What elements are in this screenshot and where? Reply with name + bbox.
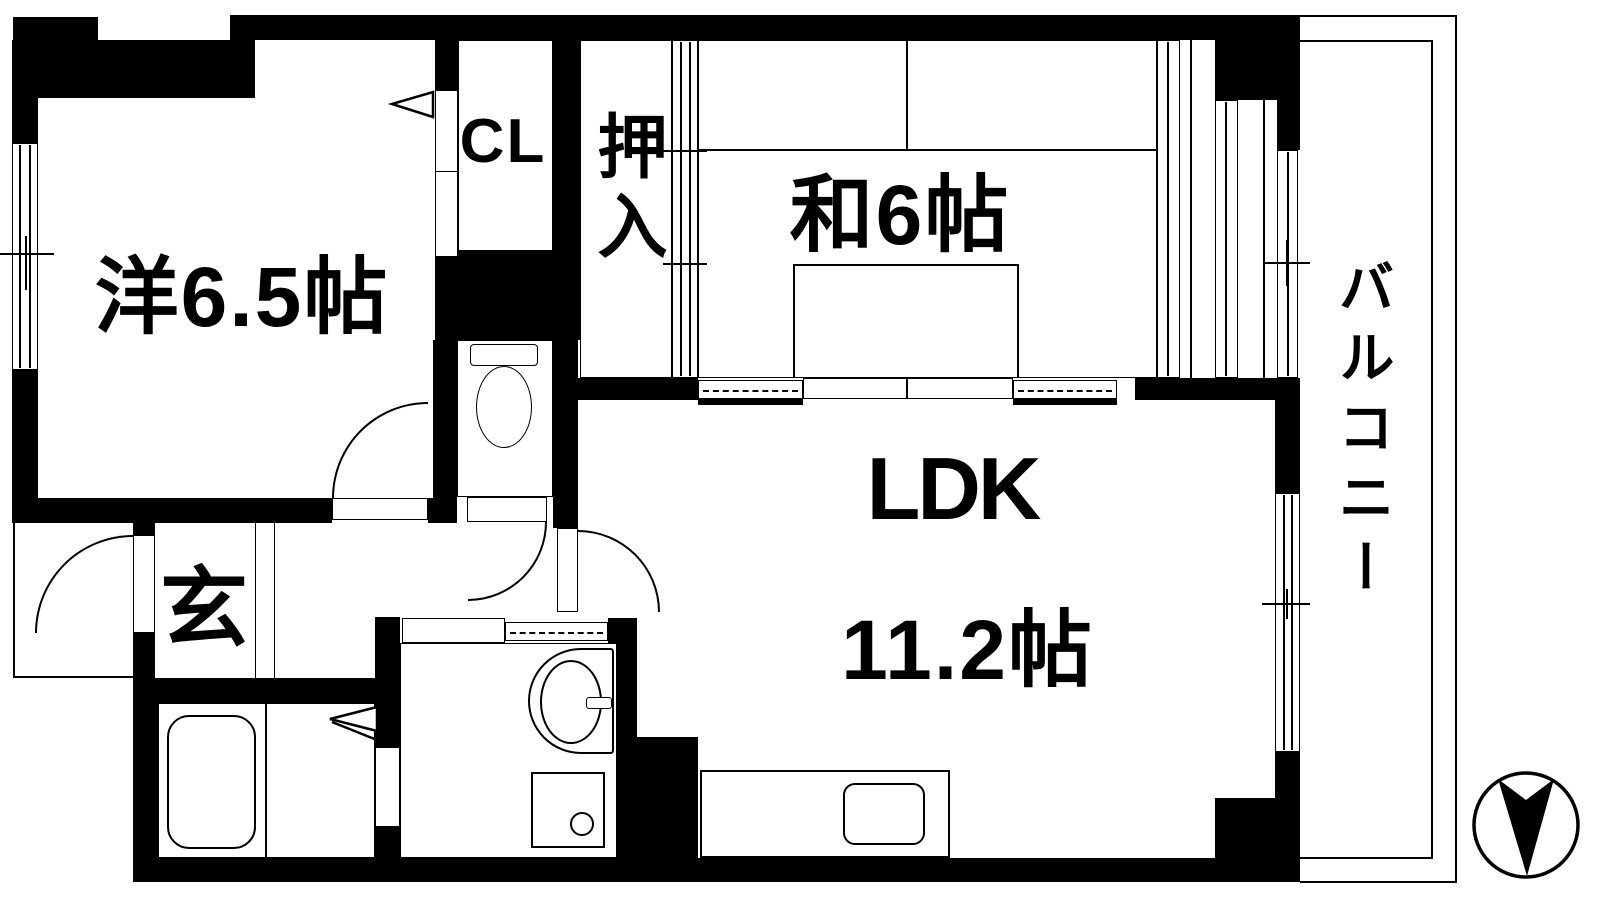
jroom-sliding-pane bbox=[1215, 100, 1238, 378]
jroom-sliding-pane-line bbox=[1225, 102, 1227, 376]
jroom-sliding-pane-line bbox=[1190, 40, 1192, 378]
balcony-rail-inner bbox=[1300, 857, 1433, 859]
compass-north-arrow-icon bbox=[1498, 779, 1554, 876]
toilet-door-leaf bbox=[467, 497, 547, 522]
fusuma-track-dashed-right bbox=[1013, 380, 1117, 399]
fusuma-track-bar-right bbox=[1013, 397, 1117, 405]
washing-machine-knob-icon bbox=[570, 812, 594, 836]
room-label-balcony: バルコニー bbox=[1331, 258, 1394, 608]
fusuma-dash bbox=[1018, 389, 1112, 392]
wall-right-mid bbox=[1275, 378, 1300, 493]
window-west-tick bbox=[25, 236, 27, 290]
closet-door-panel bbox=[435, 171, 458, 257]
bathroom-divider-line bbox=[265, 704, 267, 858]
room-label-closet: CL bbox=[459, 107, 547, 176]
balcony-rail-inner bbox=[1431, 40, 1433, 859]
wall-jroom-bottom-right bbox=[1135, 378, 1300, 400]
room-label-ldk: LDK bbox=[866, 439, 1042, 538]
oshiire-outline bbox=[580, 40, 672, 378]
fusuma-line bbox=[689, 42, 691, 376]
wall-entrydoor-top bbox=[133, 523, 155, 537]
wall-washroom-right bbox=[617, 643, 637, 737]
wall-washroom-topright bbox=[608, 618, 637, 643]
bathroom-door-opening bbox=[375, 747, 400, 827]
wall-top-band-right bbox=[230, 15, 1300, 40]
balcony-rail-inner bbox=[1300, 40, 1433, 42]
toilet-bowl-icon bbox=[476, 366, 532, 448]
kitchen-sink-icon bbox=[843, 783, 925, 845]
wall-entrance-bottom bbox=[140, 678, 400, 703]
window-ldk-pane-line bbox=[1291, 495, 1293, 750]
fusuma-tick bbox=[663, 150, 707, 152]
wall-right-top bbox=[1277, 18, 1300, 150]
fusuma-panel bbox=[803, 378, 907, 399]
tatami-line bbox=[698, 149, 1157, 151]
wall-entrydoor-bottom bbox=[133, 631, 155, 678]
toilet-tank-icon bbox=[470, 344, 538, 366]
wall-right-lower bbox=[1275, 752, 1300, 882]
washroom-sliding-door bbox=[402, 618, 505, 643]
window-west-pane-line bbox=[19, 145, 21, 368]
fusuma-dash bbox=[703, 389, 798, 392]
balcony-rail-outer bbox=[1285, 15, 1457, 17]
fusuma-track-dashed-left bbox=[698, 380, 803, 399]
jroom-sliding-pane-line bbox=[1263, 100, 1265, 378]
tatami-line bbox=[793, 264, 795, 378]
wall-top-band-left bbox=[13, 40, 255, 98]
entry-door-leaf bbox=[133, 535, 155, 633]
bathtub-icon bbox=[167, 715, 256, 849]
washroom-sliding-track bbox=[505, 622, 608, 641]
porch-line bbox=[13, 676, 135, 678]
wall-bottom bbox=[133, 858, 1215, 882]
window-ldk-pane-line bbox=[1283, 495, 1285, 750]
window-ldk-tick bbox=[1286, 589, 1288, 619]
closet-outline bbox=[458, 40, 553, 251]
ldk-door-leaf bbox=[557, 528, 578, 612]
wall-bath-left bbox=[133, 678, 158, 882]
room-label-entrance: 玄 bbox=[160, 559, 251, 658]
balcony-rail-outer bbox=[1455, 15, 1457, 883]
wall-closet-left-top bbox=[435, 40, 458, 92]
wall-ldk-top bbox=[578, 378, 698, 400]
balcony-rail-outer bbox=[1300, 881, 1457, 883]
room-label-japanese: 和6帖 bbox=[789, 168, 1011, 262]
jroom-sliding-pane-line bbox=[1167, 42, 1169, 376]
washing-machine-icon bbox=[531, 772, 605, 848]
fusuma-oshiire-jroom bbox=[672, 40, 698, 378]
wall-kitchen-column bbox=[617, 737, 698, 860]
room-label-oshiire: 押入 bbox=[588, 110, 666, 270]
japanese-room-outline bbox=[698, 40, 1157, 378]
tatami-line bbox=[793, 264, 1019, 266]
wall-right-step-bottom bbox=[1215, 798, 1275, 882]
tatami-line bbox=[906, 40, 908, 150]
fusuma-line bbox=[680, 42, 682, 376]
room-label-western: 洋6.5帖 bbox=[94, 250, 390, 344]
entrance-hall-opening bbox=[255, 523, 275, 678]
wall-left-lower bbox=[12, 370, 38, 523]
washroom-door-dash bbox=[510, 631, 603, 634]
fusuma-tick bbox=[663, 263, 707, 265]
wall-left-upper bbox=[12, 40, 38, 143]
wall-entrance-top bbox=[35, 498, 332, 523]
fusuma-track-bar-left bbox=[698, 397, 803, 405]
bathroom-open-direction-icon bbox=[329, 705, 379, 733]
jroom-sliding-pane bbox=[1157, 40, 1180, 378]
tatami-line bbox=[1017, 264, 1019, 378]
window-west-tick bbox=[0, 253, 54, 255]
bathroom-open-direction-tail bbox=[331, 720, 378, 742]
window-jroom-tick bbox=[1286, 240, 1288, 286]
washbasin-faucet-icon bbox=[586, 697, 612, 709]
wall-right-step bbox=[1215, 40, 1277, 100]
window-ldk-right bbox=[1275, 493, 1300, 752]
fusuma-panel bbox=[907, 378, 1013, 399]
wall-closet-oshiire bbox=[553, 15, 580, 340]
window-west-pane-line bbox=[29, 145, 31, 368]
wall-toilet-left bbox=[433, 340, 457, 523]
western-room-door-leaf bbox=[332, 498, 428, 520]
closet-open-direction-icon bbox=[387, 90, 435, 119]
room-label-ldk-size: 11.2帖 bbox=[841, 603, 1094, 697]
wall-toilet-right bbox=[553, 340, 578, 528]
porch-line bbox=[13, 523, 15, 678]
